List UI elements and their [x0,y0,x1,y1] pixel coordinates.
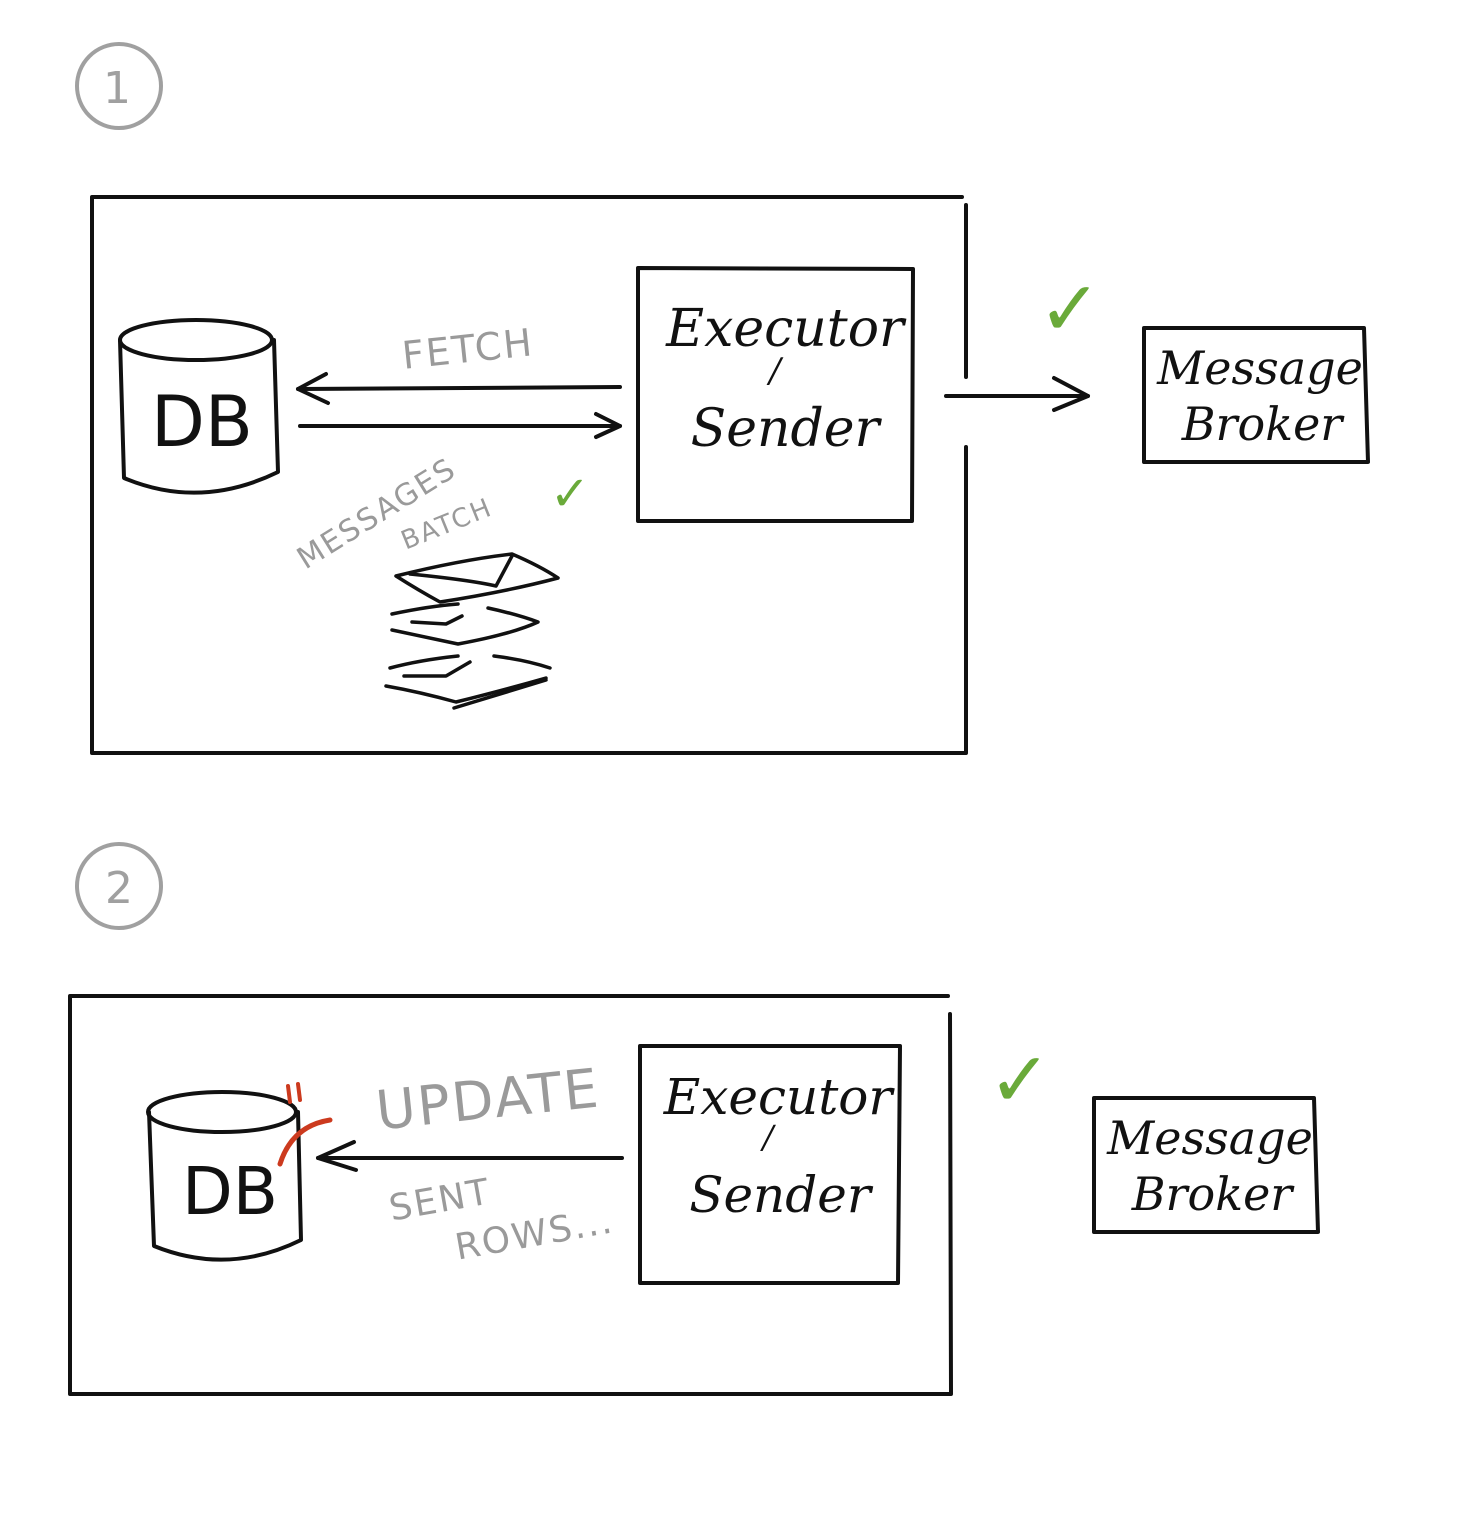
executor-sender-box-1: Executor / Sender [636,266,915,523]
executor-label-2: Executor [663,1068,896,1126]
db-cylinder-1: DB [118,318,280,495]
broker-label-line2-2: Broker [1131,1167,1296,1221]
fetch-arrow-to-db [296,372,622,405]
update-label: UPDATE [373,1056,603,1142]
executor-label-1: Executor [665,299,907,359]
broker-check-icon-1: ✓ [1038,264,1102,353]
service-boundary-2 [68,994,953,1396]
sender-label-2: Sender [689,1166,874,1224]
step-2-number: 2 [105,863,133,914]
fetch-arrow-to-executor [298,412,622,439]
message-broker-box-1: Message Broker [1142,326,1370,464]
step-1-number: 1 [103,63,131,114]
db-label-1: DB [151,381,253,463]
step-2: 2 DB UPDATE SENT ROWS... Executor [68,842,1320,1396]
executor-separator-1: / [766,351,784,391]
sent-label: SENT [386,1171,494,1229]
broker-label-line1-2: Message [1106,1111,1313,1165]
batch-check-icon: ✓ [550,466,590,522]
executor-separator-2: / [760,1118,777,1156]
service-boundary-1 [90,195,968,755]
database-cylinder-icon [118,318,280,495]
executor-sender-box-2: Executor / Sender [638,1044,902,1285]
broker-label-line2-1: Broker [1181,397,1346,451]
step-2-badge: 2 [75,842,163,930]
fetch-label: FETCH [400,320,536,378]
database-cylinder-icon [146,1090,303,1262]
db-update-highlight [277,1082,333,1167]
broker-check-icon-2: ✓ [988,1035,1052,1124]
send-arrow-to-broker [944,376,1090,412]
step-1-badge: 1 [75,42,163,130]
step-1: 1 DB FETCH Executor / Sender [75,42,1370,755]
envelope-stack-icon [384,552,560,710]
message-broker-box-2: Message Broker [1092,1096,1320,1234]
db-label-2: DB [182,1153,278,1230]
sender-label-1: Sender [691,399,883,459]
update-arrow-to-db [316,1140,624,1172]
broker-label-line1-1: Message [1156,341,1363,395]
db-cylinder-2: DB [146,1082,333,1262]
